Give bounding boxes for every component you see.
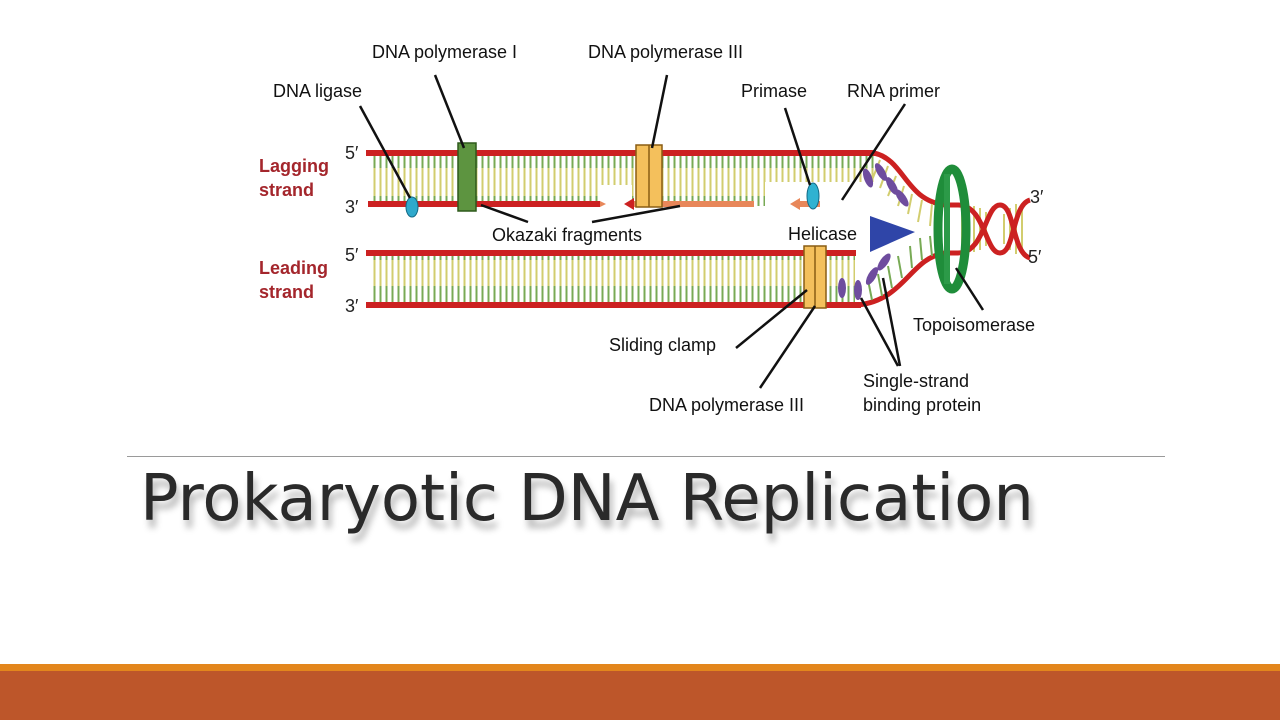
dna-polymerase-3-bottom-shape	[803, 245, 827, 309]
lagging-strand-label-line1: Lagging	[259, 156, 329, 176]
leading-3prime-label: 3′	[345, 296, 359, 316]
primase-shape	[806, 182, 820, 210]
okazaki-fragment	[470, 201, 600, 207]
label-okazaki-fragments: Okazaki fragments	[492, 225, 642, 245]
label-rna-primer: RNA primer	[847, 81, 940, 101]
lagging-5prime-label: 5′	[345, 143, 359, 163]
leading-strand	[366, 250, 861, 308]
okazaki-fragment	[634, 201, 754, 207]
ssb-protein	[862, 168, 874, 188]
right-3prime-label: 3′	[1030, 187, 1044, 207]
dna-replication-diagram: DNA polymerase I DNA polymerase III DNA …	[259, 42, 1044, 415]
label-dna-polymerase-3-bottom: DNA polymerase III	[649, 395, 804, 415]
footer-accent-line	[0, 664, 1280, 671]
slide-title: Prokaryotic DNA Replication	[140, 462, 1034, 536]
lagging-strand-label-line2: strand	[259, 180, 314, 200]
label-primase: Primase	[741, 81, 807, 101]
primer-segment	[600, 201, 606, 207]
ssb-protein	[854, 280, 862, 300]
lagging-strand	[366, 150, 876, 210]
label-dna-polymerase-3-top: DNA polymerase III	[588, 42, 743, 62]
ssb-protein	[865, 267, 879, 285]
leading-5prime-label: 5′	[345, 245, 359, 265]
leading-new-backbone	[366, 302, 861, 308]
dna-ligase-shape	[405, 196, 419, 218]
ssb-protein	[895, 189, 909, 207]
dna-polymerase-3-top-shape	[635, 144, 663, 208]
label-ssb-line2: binding protein	[863, 395, 981, 415]
right-5prime-label: 5′	[1028, 247, 1042, 267]
label-dna-ligase: DNA ligase	[273, 81, 362, 101]
helix-strand-back	[957, 202, 1032, 261]
ssb-protein-group-lower	[838, 253, 891, 300]
leading-template-backbone	[366, 250, 856, 256]
lagging-3prime-label: 3′	[345, 197, 359, 217]
label-dna-polymerase-1: DNA polymerase I	[372, 42, 517, 62]
helix-strand-front	[957, 197, 1032, 256]
okazaki-gap	[598, 185, 632, 208]
leading-strand-label-line1: Leading	[259, 258, 328, 278]
ssb-protein	[885, 177, 899, 195]
label-sliding-clamp: Sliding clamp	[609, 335, 716, 355]
leading-strand-label-line2: strand	[259, 282, 314, 302]
leader-lines	[358, 74, 985, 389]
lagging-template-backbone	[366, 150, 876, 156]
ssb-protein	[877, 253, 891, 271]
fragment-arrow	[624, 198, 634, 210]
okazaki-fragment	[368, 201, 470, 207]
dna-polymerase-1-shape	[457, 142, 477, 212]
ssb-protein	[874, 163, 888, 181]
footer-bar	[0, 671, 1280, 720]
topoisomerase-enzyme	[933, 164, 971, 294]
ssb-protein-group-upper	[862, 163, 909, 207]
label-ssb-line1: Single-strand	[863, 371, 969, 391]
label-topoisomerase: Topoisomerase	[913, 315, 1035, 335]
fragment-arrow	[790, 198, 800, 210]
leading-bases	[370, 254, 855, 306]
title-divider	[127, 456, 1165, 457]
helicase-shape	[870, 216, 915, 252]
ssb-protein	[838, 278, 846, 298]
label-helicase: Helicase	[788, 224, 857, 244]
